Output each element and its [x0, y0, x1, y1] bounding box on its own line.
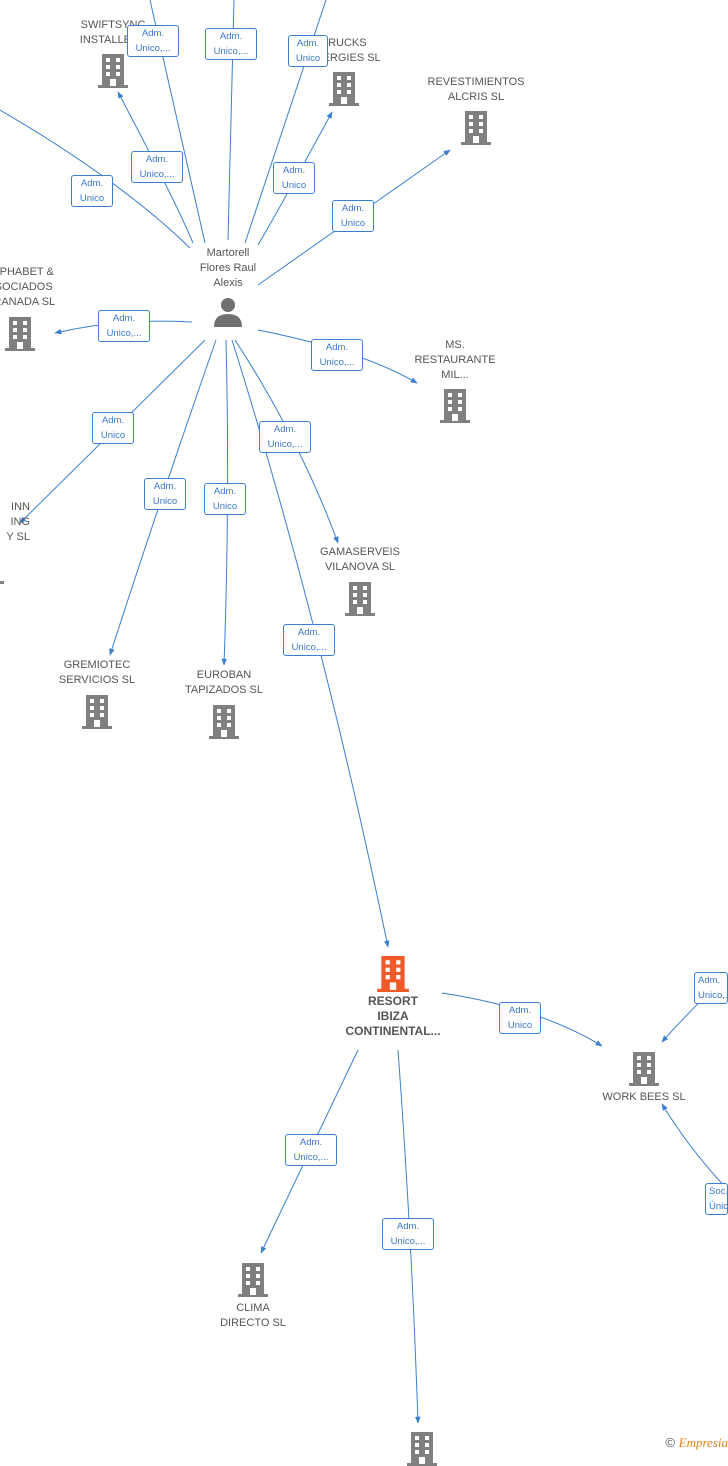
company-label-line: TRUCKS: [321, 37, 367, 49]
company-label-line: ING: [10, 516, 30, 528]
role-badge[interactable]: Adm.Unico,...: [694, 972, 728, 1004]
company-gremiotec[interactable]: GREMIOTEC SERVICIOS SL: [45, 658, 149, 729]
role-badge[interactable]: Adm.Unico: [144, 478, 186, 510]
company-label-line: RESORT: [367, 994, 418, 1008]
company-bottom[interactable]: [405, 1432, 439, 1466]
role-badge[interactable]: Adm.Unico,...: [98, 310, 150, 342]
company-label-line: INN: [11, 501, 30, 513]
company-label-line: MS.: [445, 339, 465, 351]
company-label-line: DIRECTO SL: [220, 1317, 286, 1329]
company-label-line: SERVICIOS SL: [58, 674, 136, 686]
role-badge[interactable]: Adm.Unico: [288, 35, 328, 67]
company-label-line: MIL...: [441, 369, 469, 381]
person-name-line-1: Martorell: [206, 247, 250, 259]
role-badge[interactable]: Soc.Único: [705, 1183, 728, 1215]
company-label-line: ASOCIADOS: [0, 281, 53, 293]
brand-logo[interactable]: Empresia: [678, 1435, 728, 1450]
footer-credit: © Empresia: [665, 1435, 728, 1451]
role-badge[interactable]: Adm.Unico: [273, 162, 315, 194]
company-label-line: ALPHABET &: [0, 266, 54, 278]
person-name-line-3: Alexis: [213, 277, 243, 289]
company-label-line: GAMASERVEIS: [320, 546, 400, 558]
building-icon: [461, 111, 491, 145]
company-euroban[interactable]: EUROBAN TAPIZADOS SL: [172, 668, 276, 739]
role-badge[interactable]: Adm.Unico,...: [285, 1134, 337, 1166]
company-gamaserveis[interactable]: GAMASERVEIS VILANOVA SL: [308, 545, 412, 616]
building-icon: [0, 581, 4, 584]
company-label-line: Y SL: [6, 531, 30, 543]
building-icon: [629, 1052, 659, 1086]
role-badge[interactable]: Adm.Unico: [332, 200, 374, 232]
company-label-line: EUROBAN: [196, 669, 252, 681]
company-label-line: CONTINENTAL...: [345, 1024, 441, 1038]
building-icon: [5, 317, 35, 351]
role-badge[interactable]: Adm.Unico: [92, 412, 134, 444]
role-badge[interactable]: Adm.Unico: [204, 483, 246, 515]
company-label-line: VILANOVA SL: [324, 561, 396, 573]
role-badge[interactable]: Adm.Unico: [499, 1002, 541, 1034]
building-icon: [345, 582, 375, 616]
building-icon: [209, 705, 239, 739]
role-badge[interactable]: Adm.Unico,...: [311, 339, 363, 371]
company-label-line: WORK BEES SL: [602, 1091, 686, 1103]
company-label-line: REVESTIMIENTOS: [427, 76, 525, 88]
company-ms-restaurante[interactable]: MS. RESTAURANTE MIL...: [405, 338, 505, 423]
copyright-symbol: ©: [665, 1435, 676, 1450]
building-icon: [407, 1432, 437, 1466]
edge-right-workbees-bottom: [661, 1103, 728, 1191]
company-label-line: CLIMA: [236, 1302, 270, 1314]
company-left-partial[interactable]: INN ING Y SL: [0, 500, 30, 545]
role-badge[interactable]: Adm.Unico,...: [283, 624, 335, 656]
edge-person-swiftsyn: [117, 91, 194, 244]
role-badge[interactable]: Adm.Unico,...: [127, 25, 179, 57]
person-icon: [214, 298, 242, 327]
company-label-line: ALCRIS SL: [447, 91, 505, 103]
building-icon: [98, 54, 128, 88]
company-resort-main[interactable]: RESORT IBIZA CONTINENTAL...: [333, 956, 453, 1039]
company-label-line: TAPIZADOS SL: [184, 684, 264, 696]
building-icon: [238, 1263, 268, 1297]
building-icon: [440, 389, 470, 423]
role-badge[interactable]: Adm.Unico,...: [382, 1218, 434, 1250]
company-alphabet[interactable]: ALPHABET & ASOCIADOS GRANADA SL: [0, 265, 62, 351]
role-badge[interactable]: Adm.Unico,...: [259, 421, 311, 453]
company-work-bees[interactable]: WORK BEES SL: [590, 1052, 698, 1105]
role-badge[interactable]: Adm.Unico: [71, 175, 113, 207]
person-name-line-2: Flores Raul: [199, 262, 257, 274]
role-badge[interactable]: Adm.Unico,...: [131, 151, 183, 183]
company-clima[interactable]: CLIMA DIRECTO SL: [203, 1263, 303, 1331]
company-label-line: GRANADA SL: [0, 296, 56, 308]
building-icon: [377, 956, 409, 992]
person-node[interactable]: Martorell Flores Raul Alexis: [183, 246, 273, 328]
company-label-line: IBIZA: [377, 1009, 409, 1023]
role-badge[interactable]: Adm.Unico,...: [205, 28, 257, 60]
building-icon: [82, 695, 112, 729]
company-label-line: RESTAURANTE: [414, 354, 496, 366]
company-revestimientos[interactable]: REVESTIMIENTOS ALCRIS SL: [416, 75, 536, 145]
company-label-line: GREMIOTEC: [63, 659, 131, 671]
building-icon: [329, 72, 359, 106]
